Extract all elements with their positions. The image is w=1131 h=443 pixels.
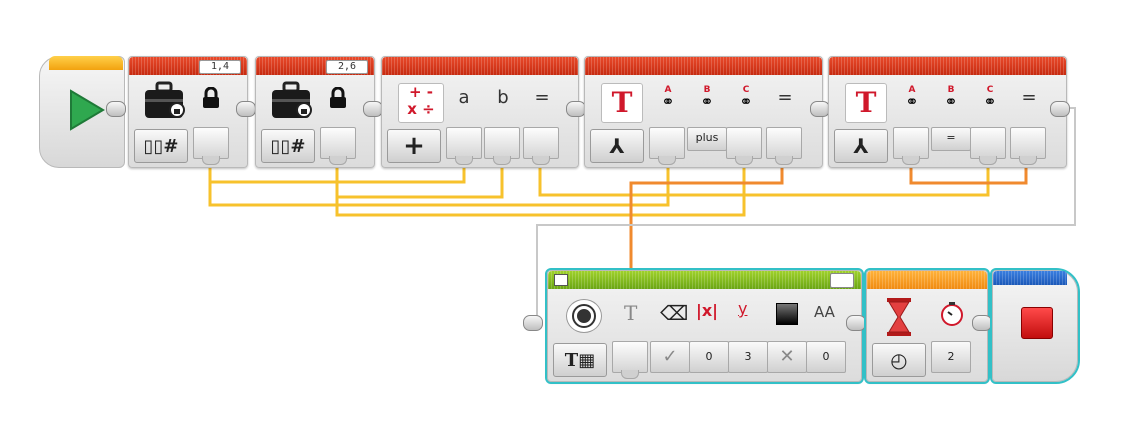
sequence-connector[interactable] xyxy=(236,101,256,117)
stopwatch-icon: ◴ xyxy=(890,348,908,372)
stop-block[interactable] xyxy=(990,268,1080,384)
mode-selector[interactable]: ▯▯# xyxy=(134,129,188,163)
hourglass-icon xyxy=(887,298,911,336)
text-param-b[interactable]: = xyxy=(931,127,971,151)
text-param-b[interactable]: plus xyxy=(687,127,727,151)
input-plug-b[interactable] xyxy=(484,127,520,165)
cross-icon: ✕ xyxy=(779,346,795,367)
text-t-icon: T xyxy=(845,83,887,123)
input-c-label: C ⚭ xyxy=(977,85,1003,111)
start-triangle-icon xyxy=(70,89,105,131)
y-position-icon: y xyxy=(738,299,748,318)
font-param[interactable]: 0 xyxy=(806,341,846,373)
port-icon xyxy=(830,273,854,288)
sequence-connector[interactable] xyxy=(1050,101,1070,117)
math-ops-icon: + -x ÷ xyxy=(398,83,444,123)
padlock-icon xyxy=(203,87,219,108)
input-a-label: A ⚭ xyxy=(655,85,681,111)
text-output-plug[interactable] xyxy=(1010,127,1046,165)
value-output-plug[interactable] xyxy=(193,127,229,165)
x-param[interactable]: 0 xyxy=(689,341,729,373)
font-size-icon: AA xyxy=(814,303,835,321)
input-b-label: B ⚭ xyxy=(694,85,720,111)
text-grid-icon: T▦ xyxy=(564,349,596,371)
variable-block-2[interactable]: 2,6 ▯▯# xyxy=(255,56,375,168)
wait-block[interactable]: ◴ 2 xyxy=(864,268,990,384)
briefcase-lock-icon xyxy=(145,81,185,118)
start-triangle-icon xyxy=(65,142,103,182)
link-icon: ⚭ xyxy=(739,92,753,111)
display-brick-icon xyxy=(566,299,602,333)
plus-icon: + xyxy=(403,131,425,161)
merge-icon: ⅄ xyxy=(853,134,869,158)
input-plug-a[interactable] xyxy=(893,127,929,165)
input-plug-c[interactable] xyxy=(970,127,1006,165)
math-block[interactable]: + -x ÷ a b = + xyxy=(381,56,579,168)
link-icon: ⚭ xyxy=(983,92,997,111)
checkmark-icon: ✓ xyxy=(662,346,678,367)
book-number-icon: ▯▯# xyxy=(270,135,306,157)
color-param[interactable]: ✕ xyxy=(767,341,807,373)
link-icon: ⚭ xyxy=(905,92,919,111)
mode-selector[interactable]: + xyxy=(387,129,441,163)
output-label-equals: = xyxy=(777,87,793,108)
sequence-connector[interactable] xyxy=(846,315,866,331)
mode-selector[interactable]: ⅄ xyxy=(590,129,644,163)
variable-value[interactable]: 2,6 xyxy=(326,60,368,74)
eraser-icon: ⌫ xyxy=(660,301,689,325)
merge-icon: ⅄ xyxy=(609,134,625,158)
sequence-connector[interactable] xyxy=(972,315,992,331)
color-square-icon xyxy=(776,303,798,325)
briefcase-lock-icon xyxy=(272,81,312,118)
text-t-icon: T xyxy=(601,83,643,123)
mode-selector[interactable]: ◴ xyxy=(872,343,926,377)
input-plug-a[interactable] xyxy=(649,127,685,165)
text-t-icon: T xyxy=(624,301,638,325)
y-param[interactable]: 3 xyxy=(728,341,768,373)
link-icon: ⚭ xyxy=(944,92,958,111)
mode-selector[interactable]: ▯▯# xyxy=(261,129,315,163)
display-block[interactable]: T▦ T ⌫ ✓ |x| 0 y 3 ✕ AA 0 xyxy=(545,268,864,384)
text-input-plug[interactable] xyxy=(612,341,648,379)
mode-selector[interactable]: T▦ xyxy=(553,343,607,377)
input-label-a: a xyxy=(458,87,470,108)
input-b-label: B ⚭ xyxy=(938,85,964,111)
x-position-icon: |x| xyxy=(696,301,719,320)
variable-block-1[interactable]: 1,4 ▯▯# xyxy=(128,56,248,168)
variable-value[interactable]: 1,4 xyxy=(199,60,241,74)
text-output-plug[interactable] xyxy=(766,127,802,165)
clear-screen-param[interactable]: ✓ xyxy=(650,341,690,373)
output-label-equals: = xyxy=(1021,87,1037,108)
book-number-icon: ▯▯# xyxy=(143,135,179,157)
stop-square-icon xyxy=(1021,307,1053,339)
padlock-icon xyxy=(330,87,346,108)
value-output-plug[interactable] xyxy=(320,127,356,165)
sequence-connector[interactable] xyxy=(523,315,543,331)
stopwatch-icon xyxy=(941,302,963,326)
output-label-equals: = xyxy=(534,87,550,108)
sequence-connector[interactable] xyxy=(106,101,126,117)
text-block-2[interactable]: T A ⚭ B ⚭ C ⚭ = ⅄ = xyxy=(828,56,1067,168)
input-a-label: A ⚭ xyxy=(899,85,925,111)
text-block-1[interactable]: T A ⚭ B ⚭ C ⚭ = ⅄ plus xyxy=(584,56,823,168)
seconds-param[interactable]: 2 xyxy=(931,341,971,373)
link-icon: ⚭ xyxy=(661,92,675,111)
input-plug-c[interactable] xyxy=(726,127,762,165)
link-icon: ⚭ xyxy=(700,92,714,111)
sequence-connector[interactable] xyxy=(810,101,830,117)
sequence-connector[interactable] xyxy=(566,101,586,117)
sequence-connector[interactable] xyxy=(363,101,383,117)
display-brick-icon xyxy=(554,274,568,286)
input-plug-a[interactable] xyxy=(446,127,482,165)
wire-yellow-4 xyxy=(335,160,746,217)
input-c-label: C ⚭ xyxy=(733,85,759,111)
result-output-plug[interactable] xyxy=(523,127,559,165)
input-label-b: b xyxy=(497,87,509,108)
mode-selector[interactable]: ⅄ xyxy=(834,129,888,163)
